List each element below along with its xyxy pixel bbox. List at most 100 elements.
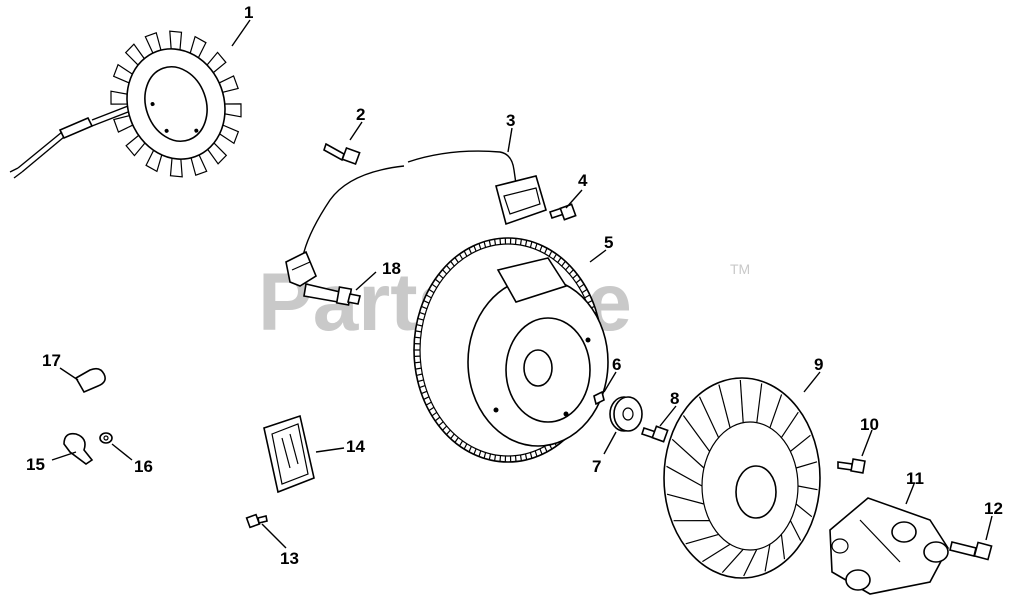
- gear-tooth: [463, 250, 468, 257]
- gear-tooth: [423, 300, 430, 304]
- gear-tooth: [473, 448, 477, 455]
- callout-12[interactable]: 12: [984, 499, 1003, 518]
- gear-tooth: [416, 324, 423, 327]
- gear-tooth: [534, 243, 538, 250]
- gear-tooth: [519, 239, 522, 246]
- callout-labels: 1 2 3 4 5 6 7 8 9 10 11 12 13 14 15 16 1…: [26, 3, 1003, 568]
- callout-9[interactable]: 9: [814, 355, 823, 374]
- callout-6[interactable]: 6: [612, 355, 621, 374]
- fan-blade: [756, 383, 763, 423]
- part-washer-16[interactable]: [99, 432, 113, 444]
- gear-tooth: [565, 265, 571, 271]
- callout-3[interactable]: 3: [506, 111, 515, 130]
- fan-blade: [666, 465, 703, 487]
- gear-tooth: [463, 443, 468, 450]
- gear-tooth: [445, 429, 451, 435]
- fan-blade: [698, 396, 720, 438]
- gear-tooth: [548, 250, 553, 257]
- gear-tooth: [561, 260, 566, 267]
- part-ignition-module[interactable]: [285, 150, 547, 287]
- gear-tooth: [438, 421, 444, 427]
- gear-tooth: [499, 455, 502, 462]
- gear-tooth: [458, 440, 464, 447]
- gear-tooth: [431, 411, 438, 417]
- part-key[interactable]: [593, 390, 605, 406]
- gear-tooth: [524, 453, 528, 460]
- gear-tooth: [544, 247, 548, 254]
- gear-tooth: [488, 453, 492, 460]
- callout-17[interactable]: 17: [42, 351, 61, 370]
- callout-15[interactable]: 15: [26, 455, 45, 474]
- callout-16[interactable]: 16: [134, 457, 153, 476]
- gear-tooth: [534, 450, 538, 457]
- fan-blade: [795, 503, 813, 518]
- part-drive-cup[interactable]: [829, 497, 949, 595]
- gear-tooth: [458, 253, 464, 260]
- part-screw-13[interactable]: [245, 513, 268, 529]
- part-stator[interactable]: [9, 13, 261, 195]
- callout-18[interactable]: 18: [382, 259, 401, 278]
- gear-tooth: [473, 245, 477, 252]
- callout-7[interactable]: 7: [592, 457, 601, 476]
- gear-tooth: [514, 455, 517, 462]
- gear-tooth: [425, 401, 432, 406]
- callout-13[interactable]: 13: [280, 549, 299, 568]
- part-flywheel[interactable]: [413, 237, 609, 463]
- gear-tooth: [434, 278, 441, 284]
- gear-tooth: [524, 240, 528, 247]
- gear-tooth: [575, 278, 582, 284]
- part-screw-4[interactable]: [548, 203, 577, 221]
- fan-blade: [718, 384, 731, 428]
- fan-blade: [743, 549, 758, 577]
- gear-tooth: [414, 361, 421, 364]
- gear-tooth: [478, 450, 482, 457]
- part-clamp-17[interactable]: [74, 367, 106, 394]
- part-washer-7[interactable]: [609, 396, 643, 432]
- fan-blade: [721, 548, 744, 574]
- gear-tooth: [445, 265, 451, 271]
- gear-tooth: [415, 330, 422, 333]
- callout-8[interactable]: 8: [670, 389, 679, 408]
- gear-tooth: [434, 416, 441, 422]
- gear-tooth: [438, 273, 444, 279]
- gear-tooth: [488, 240, 492, 247]
- part-screw-10[interactable]: [837, 458, 866, 474]
- callout-10[interactable]: 10: [860, 415, 879, 434]
- gear-tooth: [557, 257, 562, 263]
- fan-blade: [769, 394, 783, 428]
- fan-blade: [780, 534, 786, 560]
- part-bolt-8[interactable]: [640, 425, 669, 443]
- gear-tooth: [416, 373, 423, 376]
- gear-tooth: [454, 437, 459, 443]
- callout-14[interactable]: 14: [346, 437, 365, 456]
- gear-tooth: [431, 283, 438, 289]
- gear-tooth: [414, 336, 421, 339]
- callout-4[interactable]: 4: [578, 171, 588, 190]
- gear-tooth: [539, 245, 543, 252]
- callout-2[interactable]: 2: [356, 105, 365, 124]
- gear-tooth: [494, 454, 497, 461]
- callout-11[interactable]: 11: [906, 469, 924, 488]
- part-bolt-12[interactable]: [949, 541, 993, 561]
- gear-tooth: [572, 273, 578, 279]
- part-clamp-15[interactable]: [63, 432, 94, 465]
- gear-tooth: [581, 288, 588, 294]
- gear-tooth: [468, 247, 472, 254]
- callout-5[interactable]: 5: [604, 233, 613, 252]
- callout-1[interactable]: 1: [244, 3, 253, 22]
- part-bolt-2[interactable]: [323, 142, 361, 166]
- gear-tooth: [454, 257, 459, 263]
- leader-lines: [51, 19, 993, 549]
- gear-tooth: [499, 238, 502, 245]
- fan-blade: [739, 379, 744, 423]
- gear-tooth: [468, 446, 472, 453]
- gear-tooth: [514, 238, 517, 245]
- gear-tooth: [442, 425, 448, 431]
- fan-blade: [789, 520, 802, 541]
- gear-tooth: [417, 317, 424, 321]
- part-cooling-fan[interactable]: [663, 377, 821, 579]
- part-rectifier-regulator[interactable]: [263, 414, 315, 494]
- gear-tooth: [428, 288, 435, 294]
- part-spark-plug[interactable]: [303, 283, 361, 306]
